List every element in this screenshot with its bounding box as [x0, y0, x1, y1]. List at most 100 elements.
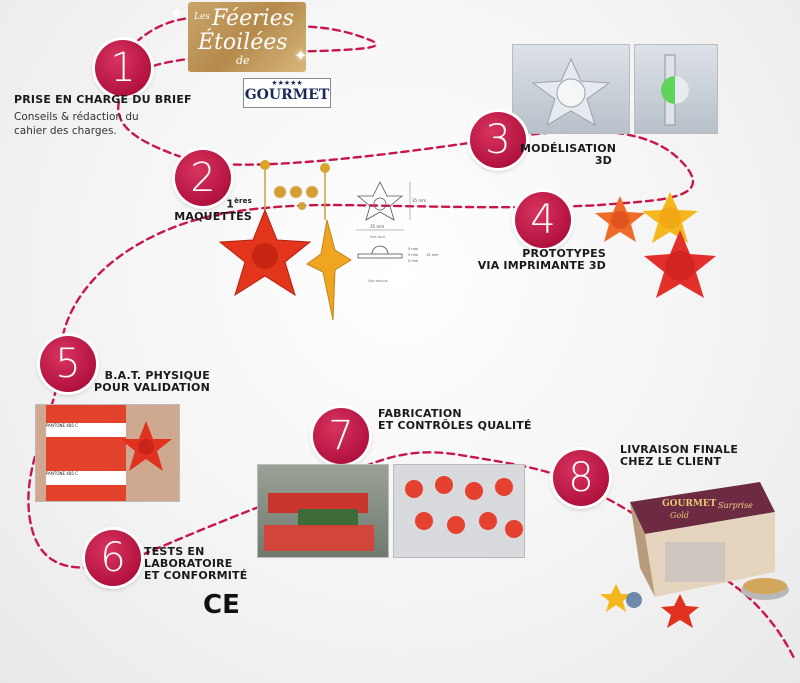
sparkle-icon: ✦ [170, 4, 184, 23]
step-6-title-line: LABORATOIRE [144, 557, 233, 570]
step-5-circle: 5 [40, 336, 96, 392]
yellow-star-delivered [600, 584, 632, 612]
step-2-sup: ères [234, 197, 252, 205]
sparkle-icon: ✦ [372, 34, 386, 53]
red-parts-tray [268, 493, 368, 513]
gourmet-stars: ★★★★★ [271, 79, 303, 87]
box-flavor: Surprise [718, 501, 753, 510]
box-side [630, 502, 655, 597]
step-6-title-line: TESTS EN [144, 545, 205, 558]
logo-de: de [236, 54, 250, 67]
bead-icon [274, 186, 286, 198]
packed-star-icon [415, 512, 433, 530]
logo-les: Les [194, 12, 210, 22]
step-8-title-line: CHEZ LE CLIENT [620, 455, 722, 468]
red-dome [665, 251, 695, 281]
bat-star [120, 421, 172, 471]
step-4-title: PROTOTYPES VIA IMPRIMANTE 3D [466, 248, 606, 272]
star-outline [356, 181, 404, 221]
dome-side [371, 245, 389, 255]
dim-label-5: 5 mm [408, 253, 419, 257]
green-tray [298, 509, 358, 527]
step-6-circle: 6 [85, 530, 141, 586]
star-dome [252, 243, 278, 269]
blue-ornament [626, 592, 642, 608]
bead-icon [306, 186, 318, 198]
packed-star-icon [495, 478, 513, 496]
step-5-title-line: POUR VALIDATION [94, 381, 210, 394]
fabrication-photo-1 [257, 464, 389, 558]
packed-star-icon [447, 516, 465, 534]
dome-outline [373, 197, 387, 211]
pantone-text: PANTONE 485 C [46, 423, 78, 428]
side-outline [357, 253, 403, 259]
fabrication-photo-2 [393, 464, 525, 558]
red-parts-pile [264, 525, 374, 551]
step-2-sup-num: 1 [226, 197, 235, 211]
pantone-label-1: PANTONE 485 C [46, 423, 126, 437]
step-6-title: TESTS EN LABORATOIRE ET CONFORMITÉ [144, 546, 247, 582]
step-7-title-line: ET CONTRÔLES QUALITÉ [378, 419, 532, 432]
step-4-title-line: PROTOTYPES [522, 247, 606, 260]
step-1-title-line: PRISE EN CHARGE DU BRIEF [14, 93, 192, 106]
step-8-title: LIVRAISON FINALE CHEZ LE CLIENT [620, 444, 738, 468]
3d-section-svg [661, 54, 689, 126]
packed-star-icon [435, 476, 453, 494]
step-6-title-line: ET CONFORMITÉ [144, 569, 248, 582]
box-line: Gold [670, 511, 689, 520]
packed-star-icon [505, 520, 523, 538]
step-1-subtitle-line: cahier des charges. [14, 125, 117, 137]
pantone-label-2: PANTONE 485 C [46, 471, 126, 485]
delivery-box-illustration: GOURMET Gold Surprise [600, 482, 789, 628]
ce-mark: CE [203, 590, 240, 620]
step-3-title-line: MODÉLISATION [520, 142, 617, 155]
3d-star-render [531, 57, 611, 127]
front-view-label: Vue face [370, 235, 385, 239]
orange-dome [611, 211, 629, 229]
bead-icon [290, 186, 302, 198]
feeries-etoilees-logo: Les Féeries Étoilées de [188, 2, 306, 72]
dim-label-6: 5 mm [408, 259, 419, 263]
step-3-title: MODÉLISATION 3D [520, 142, 617, 167]
yellow-star-ornament [306, 219, 352, 321]
step-2-title: 1ères MAQUETTES [168, 195, 252, 223]
step-3-circle: 3 [470, 112, 526, 168]
step-8-title-line: LIVRAISON FINALE [620, 443, 739, 456]
bat-photo: PANTONE 485 C PANTONE 485 C [35, 404, 180, 502]
red-star-delivered [661, 594, 699, 628]
white-dome [556, 78, 586, 108]
bell-icon [260, 160, 270, 170]
3d-section-render [634, 44, 718, 134]
bead-icon [298, 202, 306, 210]
tin-lid [743, 578, 787, 594]
step-1-title: PRISE EN CHARGE DU BRIEF [14, 94, 192, 106]
step-8-circle: 8 [553, 450, 609, 506]
step-2-circle: 2 [175, 150, 231, 206]
gourmet-logo: ★★★★★ GOURMET [243, 78, 331, 108]
dim-label-3: 15 mm [426, 253, 439, 257]
bat-star-dome [138, 439, 154, 455]
packed-star-icon [465, 482, 483, 500]
dim-label-2: 35 mm [412, 198, 426, 203]
step-7-title: FABRICATION ET CONTRÔLES QUALITÉ [378, 408, 532, 432]
step-4-title-line: VIA IMPRIMANTE 3D [477, 259, 606, 272]
gold-beads [274, 186, 318, 210]
packed-star-icon [405, 480, 423, 498]
dim-label-4: 5 mm [408, 247, 419, 251]
step-7-title-line: FABRICATION [378, 407, 462, 420]
box-brand: GOURMET [662, 499, 717, 509]
bell-icon [320, 163, 330, 173]
packed-star-icon [479, 512, 497, 530]
step-7-circle: 7 [313, 408, 369, 464]
step-1-subtitle-line: Conseils & rédaction du [14, 111, 139, 123]
logo-feeries: Féeries [212, 6, 294, 31]
top-view-label: Vue dessus [368, 279, 388, 283]
technical-drawing: 35 mm 35 mm Vue face 5 mm 5 mm 5 mm 15 m… [356, 181, 439, 283]
step-1-subtitle: Conseils & rédaction du cahier des charg… [14, 110, 139, 138]
pantone-swatch [46, 405, 126, 501]
step-5-title: B.A.T. PHYSIQUE POUR VALIDATION [80, 370, 210, 394]
step-5-title-line: B.A.T. PHYSIQUE [104, 369, 210, 382]
logo-etoilees: Étoilées [198, 30, 288, 55]
maquettes-illustration [218, 160, 352, 321]
